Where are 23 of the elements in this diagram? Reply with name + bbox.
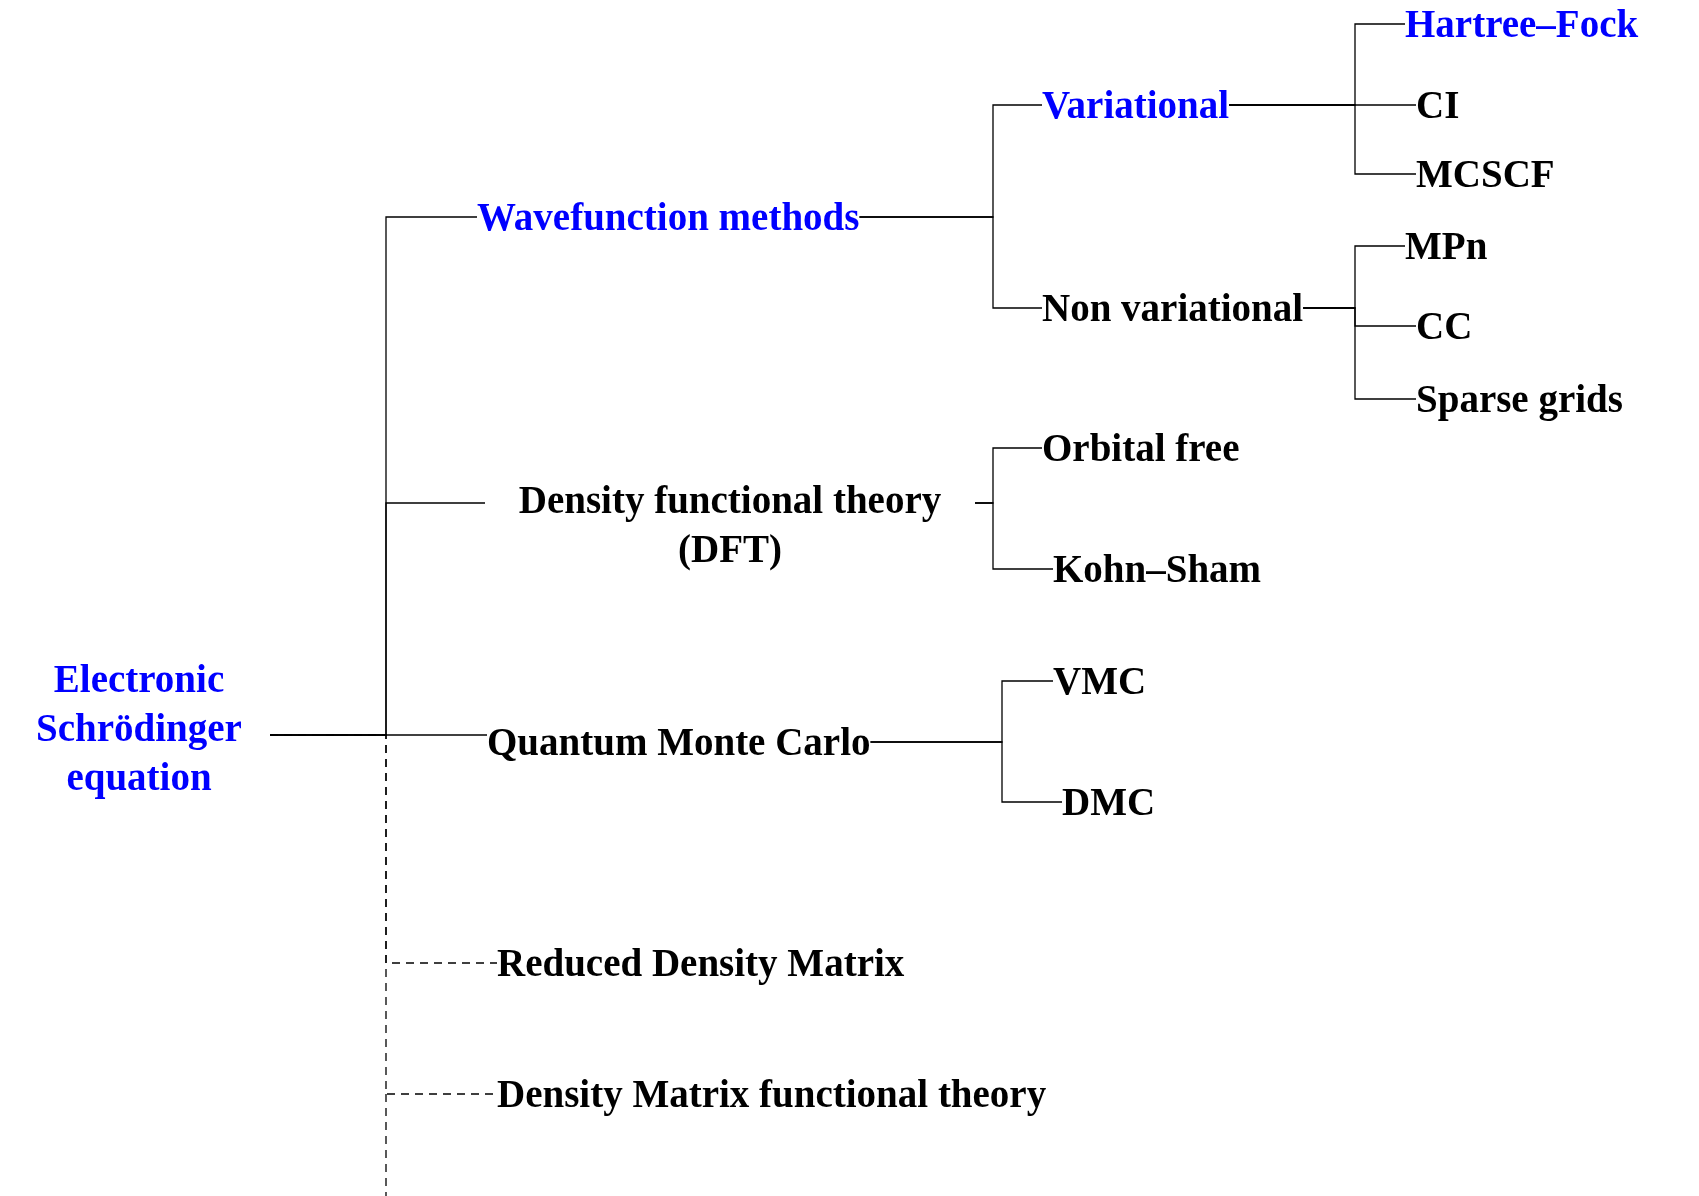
- tree-connector: [1228, 104, 1417, 175]
- tree-label: Density functional theory (DFT): [485, 476, 975, 574]
- tree-label: Sparse grids: [1416, 374, 1623, 424]
- tree-label: CI: [1416, 80, 1460, 130]
- tree-label: Density Matrix functional theory: [497, 1069, 1047, 1119]
- tree-label: Electronic Schrödinger equation: [8, 654, 270, 802]
- tree-label: CC: [1416, 301, 1473, 351]
- tree-label: Non variational: [1042, 283, 1304, 333]
- tree-connector: [974, 502, 1054, 570]
- tree-label: Hartree–Fock: [1405, 0, 1639, 49]
- tree-label: Reduced Density Matrix: [497, 938, 905, 988]
- tree-label: VMC: [1053, 656, 1147, 706]
- tree-connector: [1302, 307, 1417, 400]
- tree-label: Wavefunction methods: [477, 192, 860, 242]
- tree-label: MPn: [1405, 221, 1488, 271]
- tree-label: DMC: [1062, 777, 1156, 827]
- tree-label: Quantum Monte Carlo: [487, 717, 871, 767]
- tree-label: Kohn–Sham: [1053, 544, 1262, 594]
- tree-label: Variational: [1042, 80, 1230, 130]
- tree-label: MCSCF: [1416, 149, 1555, 199]
- tree-label: Orbital free: [1042, 423, 1240, 473]
- tree-connector: [858, 216, 1043, 309]
- tree-connector: [869, 741, 1063, 803]
